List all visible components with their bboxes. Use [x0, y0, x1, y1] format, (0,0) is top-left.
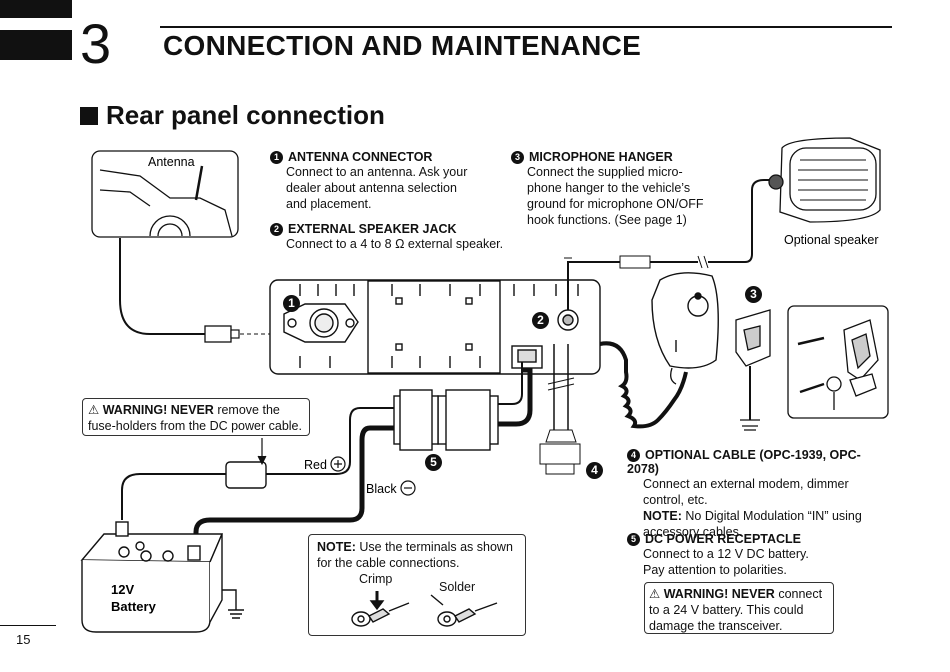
battery-voltage-label: 12V — [111, 582, 134, 597]
chapter-title: CONNECTION AND MAINTENANCE — [163, 30, 642, 61]
transceiver-rear-panel — [269, 279, 601, 375]
section-title: Rear panel connection — [80, 100, 385, 131]
plus-circle-icon — [330, 456, 346, 472]
dc-power-cable — [121, 362, 533, 548]
header-rule — [160, 26, 892, 28]
chapter-tab-bar-bottom — [0, 30, 72, 60]
page-number-rule — [0, 625, 56, 626]
callout-3: 3 — [745, 286, 762, 303]
battery-illustration — [80, 521, 244, 633]
antenna-label: Antenna — [148, 155, 195, 169]
battery-label: Battery — [111, 599, 157, 614]
chapter-number: 3 — [80, 12, 112, 75]
microphone-hanger — [735, 309, 771, 431]
car-illustration — [91, 150, 239, 238]
terminal-illustrations — [351, 591, 498, 627]
minus-circle-icon — [400, 480, 416, 496]
solder-label: Solder — [439, 580, 476, 594]
optional-speaker — [768, 137, 881, 223]
red-label: Red — [304, 458, 327, 472]
solder-terminal — [430, 594, 498, 627]
microphone — [651, 272, 719, 369]
crimp-terminal — [351, 591, 410, 627]
callout-1: 1 — [283, 295, 300, 312]
warning-triangle-icon: ⚠ — [88, 403, 100, 417]
chapter-tab-bar-top — [0, 0, 72, 18]
optional-speaker-label: Optional speaker — [784, 233, 879, 247]
callout-4: 4 — [586, 462, 603, 479]
black-label: Black — [366, 482, 397, 496]
section-square-icon — [80, 107, 98, 125]
terminal-note-box: NOTE: Use the terminals as shown for the… — [308, 534, 526, 636]
callout-5: 5 — [425, 454, 442, 471]
warning-fuse-box: ⚠ WARNING! NEVER remove the fuse-holders… — [82, 398, 310, 436]
crimp-label: Crimp — [359, 572, 393, 586]
warning-voltage-box: ⚠ WARNING! NEVER connect to a 24 V batte… — [644, 582, 834, 634]
page-number: 15 — [16, 632, 31, 647]
callout-2: 2 — [532, 312, 549, 329]
warning-triangle-icon: ⚠ — [649, 587, 661, 601]
